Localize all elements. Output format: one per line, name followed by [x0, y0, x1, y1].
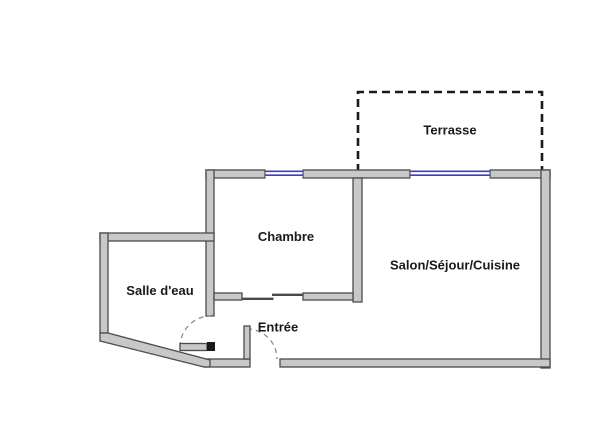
chambre-left-wall: [205, 169, 215, 317]
bottom-wall-left-segment: [203, 358, 251, 368]
entry-door: [243, 325, 278, 360]
chambre-window-gap: [265, 169, 303, 179]
chambre-bottom-wall-right: [302, 292, 354, 301]
room-label-salon-sejour-cuisine: Salon/Séjour/Cuisine: [390, 258, 520, 273]
room-label-terrasse: Terrasse: [423, 123, 476, 138]
entry-door-leaf: [243, 325, 251, 360]
salon-window-gap: [410, 169, 490, 179]
bottom-wall-right-segment: [279, 358, 551, 368]
chambre-bottom-wall-left: [213, 292, 243, 301]
terrasse-dashed-boundary: [356, 90, 544, 172]
salle-deau-door-swing-arc: [179, 315, 212, 348]
top-wall-middle-segment: [302, 169, 411, 179]
salle-deau-door-hinge: [207, 342, 215, 351]
room-label-chambre: Chambre: [258, 229, 314, 244]
chambre-window: [265, 169, 303, 179]
chambre-salon-partition-wall: [352, 177, 363, 303]
salle-deau-top-wall: [99, 232, 215, 242]
room-labels: Terrasse Chambre Salon/Séjour/Cuisine Sa…: [126, 123, 520, 335]
windows: [265, 169, 490, 179]
top-wall-left-segment: [205, 169, 266, 179]
chambre-sliding-door: [242, 293, 303, 300]
room-label-entree: Entrée: [258, 320, 298, 335]
salle-deau-left-wall: [99, 232, 109, 334]
salle-deau-slanted-wall: [99, 332, 211, 368]
salon-window: [410, 169, 490, 179]
salle-deau-door-leaf: [179, 342, 208, 352]
room-label-salle-deau: Salle d'eau: [126, 283, 193, 298]
right-wall: [540, 169, 551, 369]
salle-deau-door: [179, 315, 215, 352]
